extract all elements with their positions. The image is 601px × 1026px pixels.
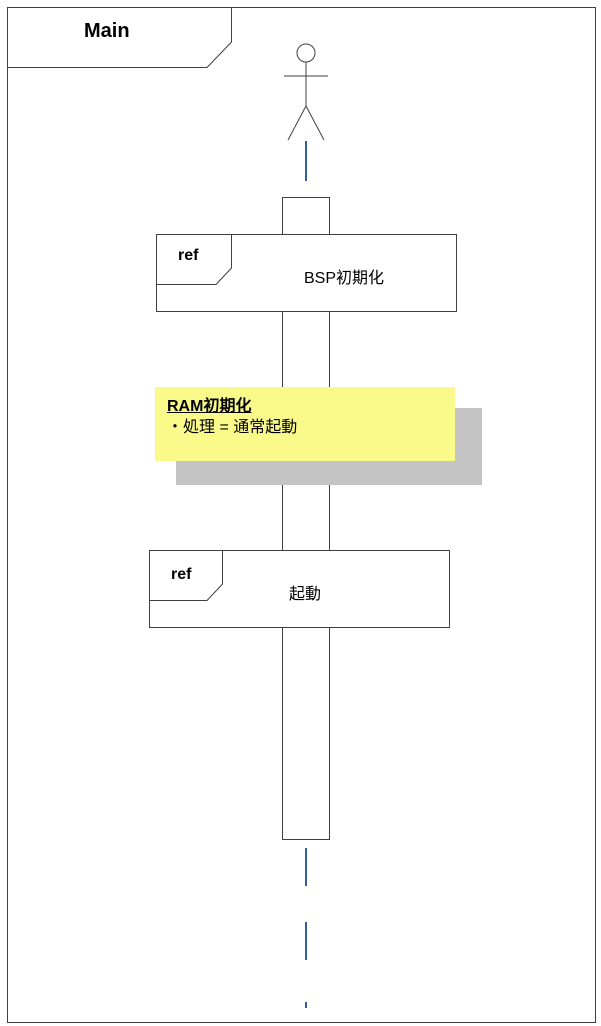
note-ram-init: RAM初期化 ・処理 = 通常起動 (155, 387, 455, 461)
ref-tag-pentagon (156, 234, 232, 285)
ref-label-startup: 起動 (288, 586, 321, 603)
note-line: ・処理 = 通常起動 (167, 419, 298, 436)
ref-tag-label: ref (171, 566, 192, 583)
stick-figure-actor-icon (284, 43, 328, 141)
ref-tag-label: ref (178, 247, 199, 264)
note-title: RAM初期化 (167, 398, 252, 415)
ref-tag-pentagon (149, 550, 223, 601)
ref-label-bsp-init: BSP初期化 (303, 270, 385, 287)
frame-title: Main (84, 20, 130, 42)
frame-title-tab (7, 7, 232, 68)
diagram-frame (7, 7, 596, 1023)
